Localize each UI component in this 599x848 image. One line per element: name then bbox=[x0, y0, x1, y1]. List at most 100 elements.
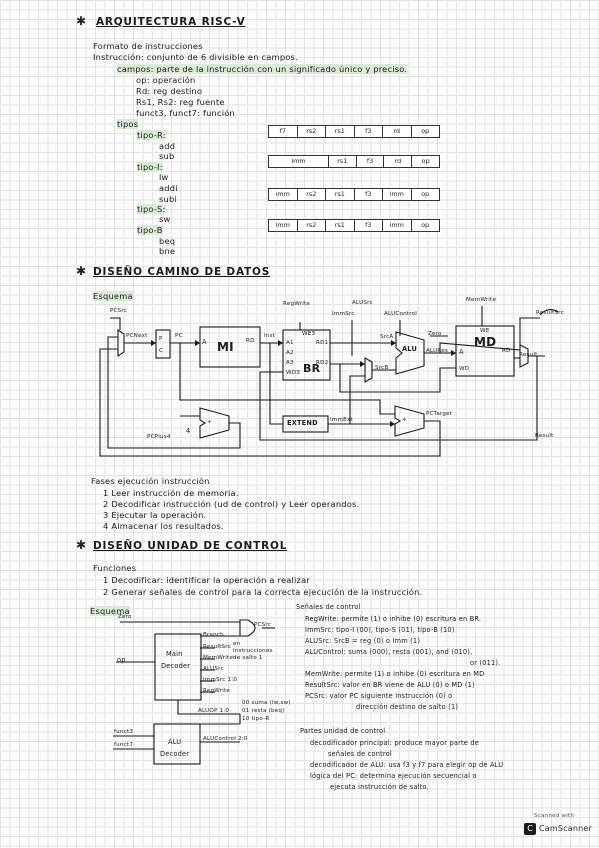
field-rs1: rs1 bbox=[326, 220, 355, 231]
parte-decodificador-principal-cont: señales de control bbox=[328, 750, 392, 758]
field-f3: f3 bbox=[355, 220, 383, 231]
srcb-label: SrcB bbox=[375, 365, 389, 371]
field-imm: imm bbox=[383, 189, 412, 200]
senal-alusrc: ALUSrc: SrcB = reg (0) o Imm (1) bbox=[305, 637, 421, 645]
rd-field-desc: Rd: reg destino bbox=[136, 86, 203, 96]
branch-note: en instrucciones de salto 1 bbox=[233, 641, 273, 661]
alucontrol-signal: ALUControl 2:0 bbox=[203, 736, 248, 742]
field-op: op bbox=[421, 127, 430, 135]
aluop-note-1: 00 suma (lw,sw) bbox=[242, 700, 291, 706]
mi-block-label: MI bbox=[217, 340, 234, 354]
esquema-control-label: Esquema bbox=[90, 606, 130, 616]
pc-register-label: P C bbox=[159, 336, 164, 354]
br-block-label: BR bbox=[303, 362, 321, 375]
senal-regwrite: RegWrite: permite (1) o inhibe (0) escri… bbox=[305, 615, 482, 623]
md-a-port: A bbox=[459, 348, 464, 356]
constant-four-label: 4 bbox=[186, 427, 191, 435]
main-decoder-label-1: Main bbox=[166, 650, 183, 658]
section-title-unidad-control: DISEÑO UNIDAD DE CONTROL bbox=[93, 540, 288, 552]
field-rd: rd bbox=[384, 156, 413, 167]
main-decoder-label-2: Decoder bbox=[161, 662, 191, 670]
senal-pcsrc-cont: dirección destino de salto (1) bbox=[356, 703, 459, 711]
star-bullet-icon: ✱ bbox=[76, 14, 87, 28]
fase-2: 2 Decodificar instrucción (ud de control… bbox=[103, 499, 360, 509]
senal-alucontrol-cont: or (011). bbox=[470, 659, 501, 667]
tipo-s-label: tipo-S: bbox=[137, 204, 166, 214]
regwrite-signal-label: RegWrite bbox=[283, 301, 310, 307]
field-op: op bbox=[421, 157, 430, 165]
parte-decodificador-principal: decodificador principal: produce mayor p… bbox=[310, 739, 479, 747]
br-rd1-port: RD1 bbox=[316, 340, 329, 346]
field-f7: f7 bbox=[269, 126, 298, 137]
tipos-label: tipos bbox=[117, 119, 139, 129]
field-rd: rd bbox=[383, 126, 412, 137]
instruccion-definition: Instrucción: conjunto de 6 divisible en … bbox=[93, 52, 298, 62]
fase-1: 1 Leer instrucción de memoria. bbox=[103, 488, 239, 498]
pctarget-label: PCTarget bbox=[426, 411, 453, 417]
campos-definition: campos: parte de la instrucción con un s… bbox=[117, 64, 408, 74]
funcion-1: 1 Decodificar: identificar la operación … bbox=[103, 575, 311, 585]
section-title-camino-datos: DISEÑO CAMINO DE DATOS bbox=[93, 266, 271, 278]
op-input-label: op bbox=[117, 656, 126, 664]
pcplus4-adder-sign: + bbox=[207, 419, 212, 425]
lw-label: lw bbox=[159, 172, 169, 182]
senales-heading: Señales de control bbox=[296, 603, 361, 611]
br-wd3-port: WD3 bbox=[286, 370, 300, 376]
pc-wire-label: PC bbox=[175, 333, 183, 339]
senal-pcsrc: PCSrc: valor PC siguiente instrucción (0… bbox=[305, 692, 453, 700]
md-we-port: WE bbox=[480, 328, 490, 334]
br-a2-port: A2 bbox=[286, 350, 294, 356]
camscanner-name: CamScanner bbox=[539, 824, 593, 833]
srca-label: SrcA bbox=[380, 334, 394, 340]
regwrite-signal: RegWrite bbox=[203, 688, 230, 694]
addi-label: addi bbox=[159, 183, 178, 193]
zero-input-label: Zero bbox=[118, 614, 132, 620]
immext-label: ImmExt bbox=[330, 417, 353, 423]
field-f3: f3 bbox=[357, 156, 385, 167]
esquema-label: Esquema bbox=[93, 291, 133, 301]
zero-flag-label: Zero bbox=[428, 331, 442, 337]
field-rs1: rs1 bbox=[329, 156, 357, 167]
senal-immsrc: ImmSrc: tipo-I (00), tipo-S (01), tipo-B… bbox=[305, 626, 455, 634]
field-rs2: rs2 bbox=[298, 126, 326, 137]
md-block-label: MD bbox=[474, 335, 497, 349]
bne-label: bne bbox=[159, 246, 176, 256]
formato-heading: Formato de instrucciones bbox=[93, 41, 203, 51]
pcsrc-signal-label: PCSrc bbox=[110, 308, 128, 314]
memwrite-signal-label: MemWrite bbox=[466, 297, 497, 303]
field-op: op bbox=[421, 190, 430, 198]
aluop-note-2: 01 resta (beq) bbox=[242, 708, 285, 714]
parte-logica-pc: lógica del PC: determina ejecución secue… bbox=[310, 772, 477, 780]
scanned-with-text: Scanned with bbox=[534, 813, 575, 819]
aluop-note-3: 10 tipo-R bbox=[242, 716, 270, 722]
fase-4: 4 Almacenar los resultados. bbox=[103, 521, 224, 531]
alucontrol-signal-label: ALUControl bbox=[384, 311, 417, 317]
tipo-b-label: tipo-B bbox=[137, 225, 163, 235]
resultsrc-signal: ResultSrc bbox=[203, 644, 231, 650]
mi-rd-port: RD bbox=[246, 338, 255, 344]
inst-wire-label: Inst bbox=[264, 333, 276, 339]
immsrc-signal: ImmSrc 1:0 bbox=[203, 677, 238, 683]
pctarget-adder-sign: + bbox=[402, 417, 407, 423]
format-tipo-b: imm rs2 rs1 f3 imm op bbox=[268, 219, 440, 232]
pcplus4-label: PCPlus4 bbox=[147, 434, 171, 440]
tipo-r-label: tipo-R: bbox=[137, 130, 166, 140]
tipo-i-label: tipo-I: bbox=[137, 162, 163, 172]
funciones-heading: Funciones bbox=[93, 563, 137, 573]
resultsrc-signal-label: ResultSrc bbox=[536, 310, 564, 316]
add-label: add bbox=[159, 141, 176, 151]
format-tipo-r: f7 rs2 rs1 f3 rd op bbox=[268, 125, 440, 138]
md-rd-port: RD bbox=[502, 348, 511, 354]
alu-decoder-label-1: ALU bbox=[168, 738, 182, 746]
sub-label: sub bbox=[159, 151, 175, 161]
senal-memwrite: MemWrite: permite (1) o inhibe (0) escri… bbox=[305, 670, 485, 678]
field-rs2: rs2 bbox=[298, 220, 326, 231]
alu-decoder-label-2: Decoder bbox=[160, 750, 190, 758]
br-we3-port: WE3 bbox=[302, 331, 316, 337]
star-bullet-icon: ✱ bbox=[76, 264, 87, 278]
extend-block-label: EXTEND bbox=[287, 419, 318, 427]
parte-decodificador-alu: decodificador de ALU: usa f3 y f7 para e… bbox=[310, 761, 504, 769]
field-rs1: rs1 bbox=[326, 126, 355, 137]
